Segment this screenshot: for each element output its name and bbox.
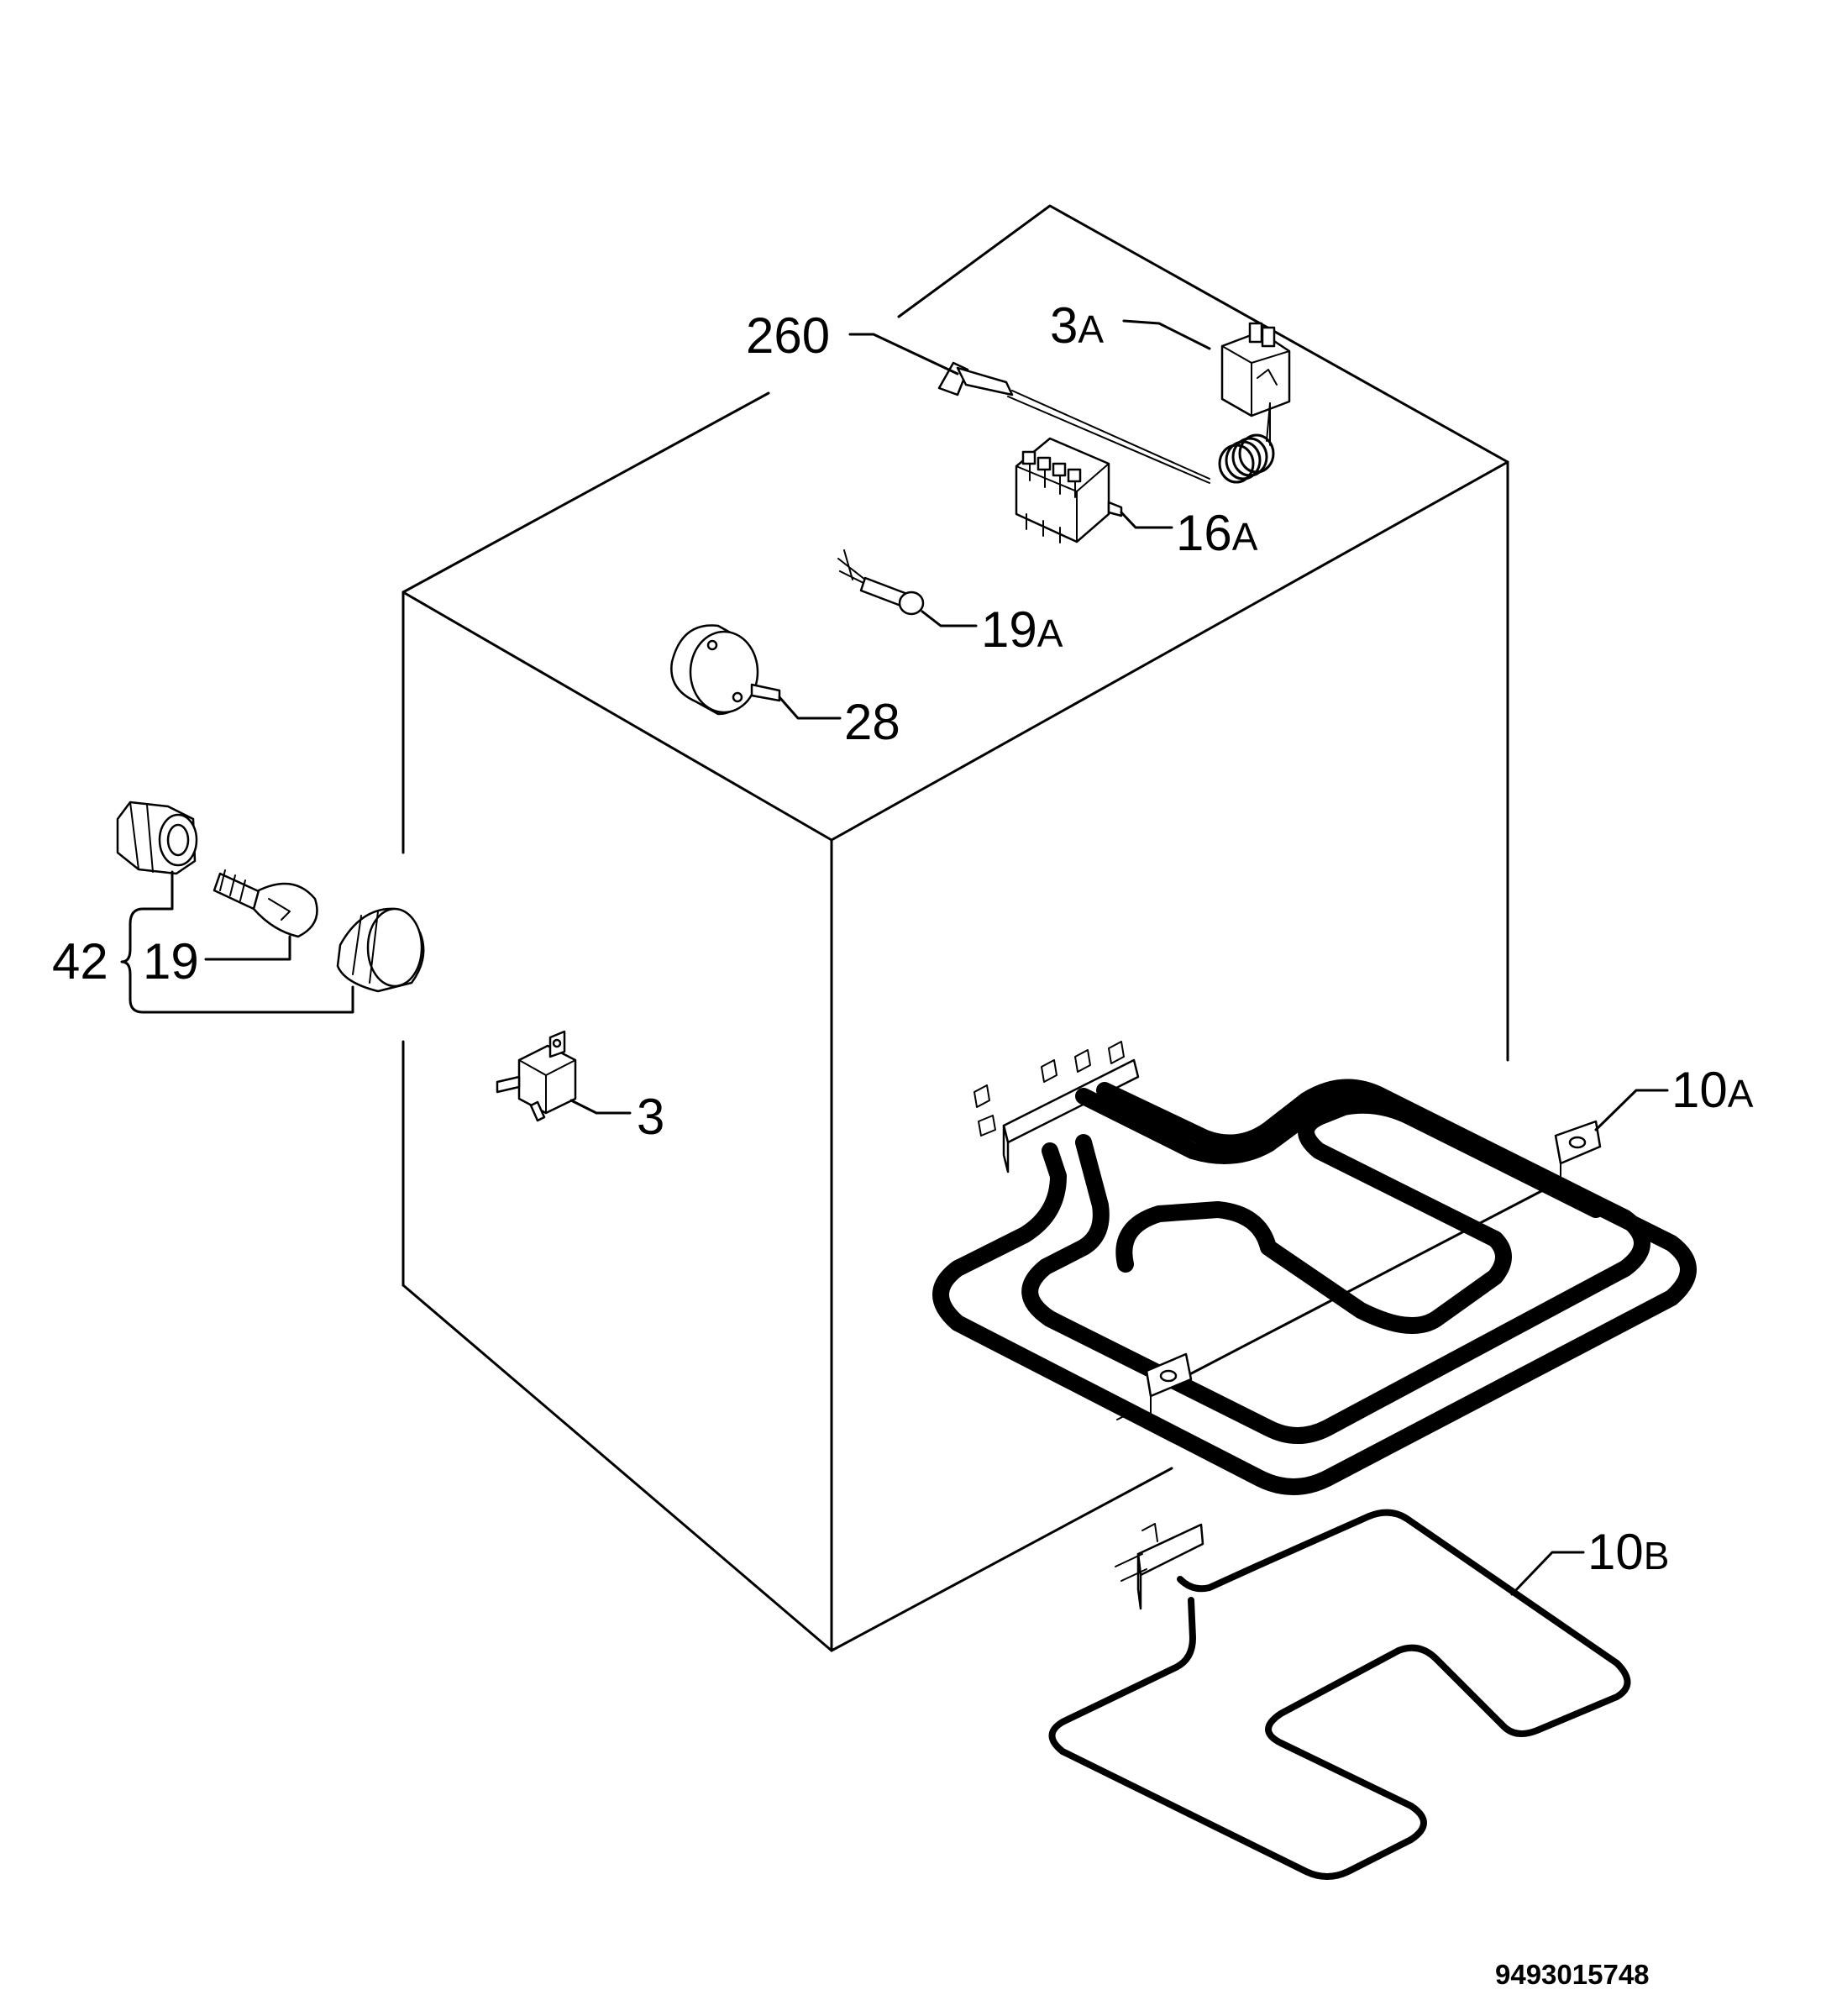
leader-lines — [120, 319, 1669, 1596]
sensor-probe-icon — [937, 361, 1210, 484]
callout-19: 19 — [143, 933, 199, 990]
pilot-lamp-icon — [837, 549, 925, 616]
oven-cabinet — [401, 204, 1509, 1652]
grill-element-icon — [932, 1041, 1697, 1495]
callout-3: 3 — [637, 1089, 664, 1145]
callout-260: 260 — [746, 307, 830, 364]
callout-28: 28 — [844, 694, 900, 750]
capillary-coil-icon — [1218, 402, 1275, 484]
lamp-holder-icon — [116, 801, 198, 875]
lamp-cover-icon — [336, 907, 425, 993]
callout-19a: 19A — [981, 601, 1063, 658]
callout-3a: 3A — [1050, 297, 1104, 354]
control-spindle-icon — [670, 624, 781, 716]
document-number: 9493015748 — [1495, 1959, 1650, 1990]
callout-16a: 16A — [1176, 505, 1258, 561]
oven-bulb-icon — [213, 869, 318, 938]
callout-labels: 260 3A 16A 19A 28 42 19 3 10A 10B 949301… — [52, 297, 1754, 1990]
thermostat-icon — [1218, 322, 1291, 484]
callout-10a: 10A — [1671, 1062, 1754, 1118]
terminal-connector-icon — [496, 1030, 577, 1122]
callout-42: 42 — [52, 933, 108, 990]
selector-switch-icon — [1015, 437, 1123, 543]
callout-10b: 10B — [1587, 1524, 1669, 1580]
bottom-element-icon — [1048, 1509, 1631, 1880]
